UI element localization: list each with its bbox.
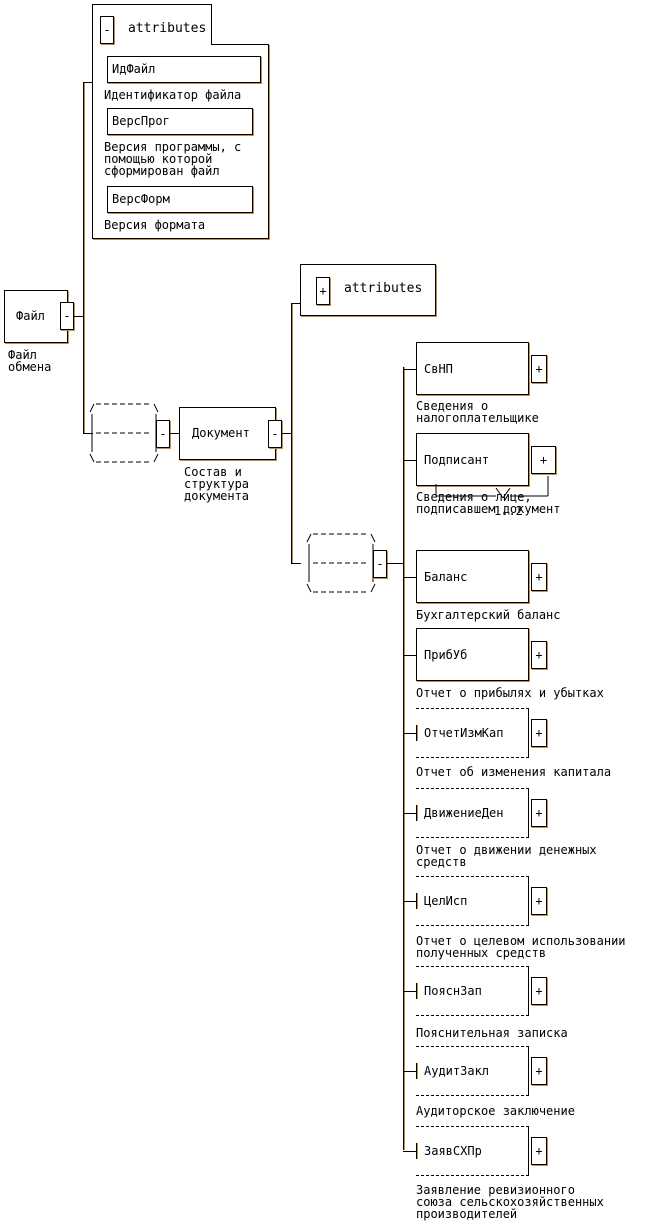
connector bbox=[282, 433, 292, 434]
root-attributes-title: attributes bbox=[128, 21, 207, 36]
child-element-name: ПояснЗап bbox=[424, 984, 482, 998]
child-element-name: ЗаявСХПр bbox=[424, 1144, 482, 1158]
document-attributes-title: attributes bbox=[344, 281, 423, 296]
child-element-name: Подписант bbox=[424, 453, 490, 467]
child-expand-toggle[interactable]: + bbox=[531, 641, 547, 669]
child-element-name: ОтчетИзмКап bbox=[424, 726, 504, 740]
connector bbox=[83, 433, 93, 434]
document-element-name: Документ bbox=[192, 426, 250, 440]
document-toggle[interactable]: - bbox=[268, 420, 282, 448]
connector bbox=[403, 577, 416, 578]
optional-marker bbox=[416, 725, 417, 741]
child-element-description: Отчет о движении денежных средств bbox=[416, 843, 597, 869]
connector bbox=[403, 1071, 416, 1072]
connector bbox=[403, 991, 416, 992]
connector bbox=[83, 82, 84, 433]
connector bbox=[403, 733, 416, 734]
child-element-box[interactable] bbox=[416, 628, 529, 681]
root-element-name: Файл bbox=[16, 309, 45, 323]
root-toggle[interactable]: - bbox=[60, 302, 74, 330]
child-element-name: ПрибУб bbox=[424, 648, 468, 662]
child-element-description: Заявление ревизионного союза сельскохозя… bbox=[416, 1183, 604, 1221]
optional-marker bbox=[416, 1143, 417, 1159]
child-element-name: Баланс bbox=[424, 570, 468, 584]
attr-desc-versform: Версия формата bbox=[104, 218, 206, 232]
child-element-box[interactable] bbox=[416, 342, 529, 395]
child-element-description: Отчет о целевом использовании полученных… bbox=[416, 934, 626, 960]
attr-field-versprog[interactable]: ВерсПрог bbox=[107, 108, 253, 135]
connector bbox=[291, 563, 301, 564]
child-expand-toggle[interactable]: + bbox=[531, 1057, 547, 1085]
child-expand-toggle[interactable]: + bbox=[531, 563, 547, 591]
connector bbox=[403, 1151, 416, 1152]
document-attributes-toggle[interactable]: + bbox=[316, 277, 330, 305]
child-element-box[interactable] bbox=[416, 708, 529, 758]
document-description: Состав и структура документа bbox=[184, 465, 250, 503]
connector bbox=[403, 460, 416, 461]
child-element-box[interactable] bbox=[416, 788, 529, 838]
attr-desc-idfile: Идентификатор файла bbox=[104, 88, 242, 102]
child-element-description: Пояснительная записка bbox=[416, 1026, 568, 1040]
connector bbox=[403, 813, 416, 814]
child-element-box[interactable] bbox=[416, 433, 529, 486]
document-element-box[interactable] bbox=[179, 407, 276, 460]
sequence-1-toggle[interactable]: - bbox=[156, 420, 170, 448]
child-element-name: ДвижениеДен bbox=[424, 806, 504, 820]
child-expand-toggle[interactable]: + bbox=[531, 355, 547, 383]
child-expand-toggle[interactable]: + bbox=[531, 887, 547, 915]
child-expand-toggle[interactable]: + bbox=[531, 977, 547, 1005]
sequence-2-toggle[interactable]: - bbox=[373, 550, 387, 578]
optional-marker bbox=[416, 805, 417, 821]
child-element-box[interactable] bbox=[416, 876, 529, 926]
optional-marker bbox=[416, 1063, 417, 1079]
connector bbox=[403, 655, 416, 656]
child-element-box[interactable] bbox=[416, 1046, 529, 1096]
child-element-description: Отчет об изменения капитала bbox=[416, 765, 612, 779]
child-element-description: Сведения о налогоплательщике bbox=[416, 399, 539, 425]
child-element-box[interactable] bbox=[416, 1126, 529, 1176]
connector bbox=[74, 316, 84, 317]
child-element-box[interactable] bbox=[416, 966, 529, 1016]
connector bbox=[170, 433, 180, 434]
child-element-description: Бухгалтерский баланс bbox=[416, 608, 561, 622]
connector bbox=[291, 303, 301, 304]
optional-marker bbox=[416, 893, 417, 909]
children-connector bbox=[403, 367, 404, 1150]
attr-field-idfile[interactable]: ИдФайл bbox=[107, 56, 261, 83]
child-element-description: Отчет о прибылях и убытках bbox=[416, 686, 604, 700]
child-expand-toggle[interactable]: + bbox=[531, 1137, 547, 1165]
child-element-description: Сведения о лице, подписавшем документ bbox=[416, 490, 561, 516]
connector bbox=[403, 369, 416, 370]
child-expand-toggle[interactable]: + bbox=[531, 799, 547, 827]
root-description: Файл обмена bbox=[8, 348, 52, 374]
attr-field-versform[interactable]: ВерсФорм bbox=[107, 186, 253, 213]
child-element-name: АудитЗакл bbox=[424, 1064, 490, 1078]
root-element-box[interactable] bbox=[4, 290, 68, 343]
child-expand-toggle[interactable]: + bbox=[531, 446, 556, 474]
connector bbox=[387, 563, 403, 564]
multiplicity-label: 1..2 bbox=[494, 504, 523, 518]
child-element-box[interactable] bbox=[416, 550, 529, 603]
child-element-description: Аудиторское заключение bbox=[416, 1104, 575, 1118]
multiplicity-loop bbox=[435, 476, 549, 499]
sequence-compositor-2 bbox=[306, 533, 376, 593]
child-element-name: СвНП bbox=[424, 362, 453, 376]
optional-marker bbox=[416, 983, 417, 999]
connector bbox=[291, 303, 292, 563]
connector bbox=[403, 901, 416, 902]
child-expand-toggle[interactable]: + bbox=[531, 719, 547, 747]
connector bbox=[83, 82, 93, 83]
root-attributes-toggle[interactable]: - bbox=[100, 16, 114, 44]
attr-desc-versprog: Версия программы, с помощью которой сфор… bbox=[104, 140, 242, 178]
child-element-name: ЦелИсп bbox=[424, 894, 468, 908]
